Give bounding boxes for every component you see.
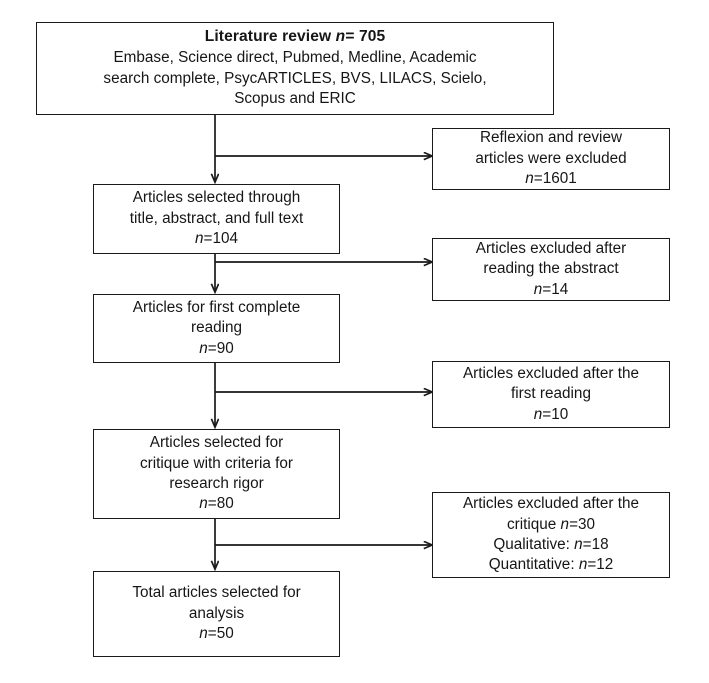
- excluded-critique-line-1: Articles excluded after the: [462, 495, 639, 513]
- node-selected-for-critique: Articles selected for critique with crit…: [93, 429, 340, 519]
- selected-for-critique-line-3: research rigor: [169, 475, 264, 492]
- selected-for-critique-line-2: critique with criteria for: [139, 454, 293, 472]
- excluded-critique-line-2: critique n=30: [506, 515, 596, 533]
- selected-title-abstract-count: n=104: [195, 230, 238, 248]
- literature-review-body-line-2: search complete, PsycARTICLES, BVS, LILA…: [103, 69, 487, 87]
- node-excluded-critique: Articles excluded after the critique n=3…: [432, 492, 670, 578]
- literature-review-heading: Literature review n= 705: [204, 28, 386, 46]
- selected-title-abstract-line-2: title, abstract, and full text: [129, 209, 304, 227]
- excluded-abstract-line-2: reading the abstract: [483, 260, 619, 278]
- literature-review-body-line-3: Scopus and ERIC: [234, 90, 356, 108]
- excluded-first-reading-line-1: Articles excluded after the: [462, 364, 639, 382]
- total-for-analysis-line-1: Total articles selected for: [132, 584, 301, 602]
- node-first-complete-reading: Articles for first complete reading n=90: [93, 294, 340, 363]
- node-excluded-abstract: Articles excluded after reading the abst…: [432, 238, 670, 301]
- excluded-reflexion-line-1: Reflexion and review: [480, 129, 622, 147]
- excluded-abstract-line-1: Articles excluded after: [475, 239, 627, 257]
- excluded-first-reading-count: n=10: [533, 405, 569, 423]
- total-for-analysis-count: n=50: [199, 625, 234, 643]
- selected-title-abstract-line-1: Articles selected through: [132, 189, 301, 207]
- excluded-reflexion-line-2: articles were excluded: [475, 149, 627, 167]
- node-excluded-reflexion: Reflexion and review articles were exclu…: [432, 128, 670, 190]
- total-for-analysis-line-2: analysis: [188, 604, 245, 622]
- node-excluded-first-reading: Articles excluded after the first readin…: [432, 361, 670, 428]
- node-literature-review: Literature review n= 705 Embase, Science…: [36, 22, 554, 115]
- first-complete-reading-line-1: Articles for first complete: [132, 298, 301, 316]
- excluded-critique-quantitative: Quantitative: n=12: [488, 556, 614, 574]
- first-complete-reading-line-2: reading: [190, 319, 243, 337]
- node-total-for-analysis: Total articles selected for analysis n=5…: [93, 571, 340, 657]
- first-complete-reading-count: n=90: [199, 339, 234, 357]
- selected-for-critique-count: n=80: [199, 495, 234, 513]
- excluded-reflexion-count: n=1601: [525, 170, 577, 188]
- excluded-critique-qualitative: Qualitative: n=18: [493, 536, 609, 553]
- literature-review-body-line-1: Embase, Science direct, Pubmed, Medline,…: [113, 49, 477, 67]
- excluded-first-reading-line-2: first reading: [511, 385, 591, 403]
- selected-for-critique-line-1: Articles selected for: [149, 434, 284, 452]
- excluded-abstract-count: n=14: [533, 280, 569, 298]
- node-selected-title-abstract: Articles selected through title, abstrac…: [93, 184, 340, 254]
